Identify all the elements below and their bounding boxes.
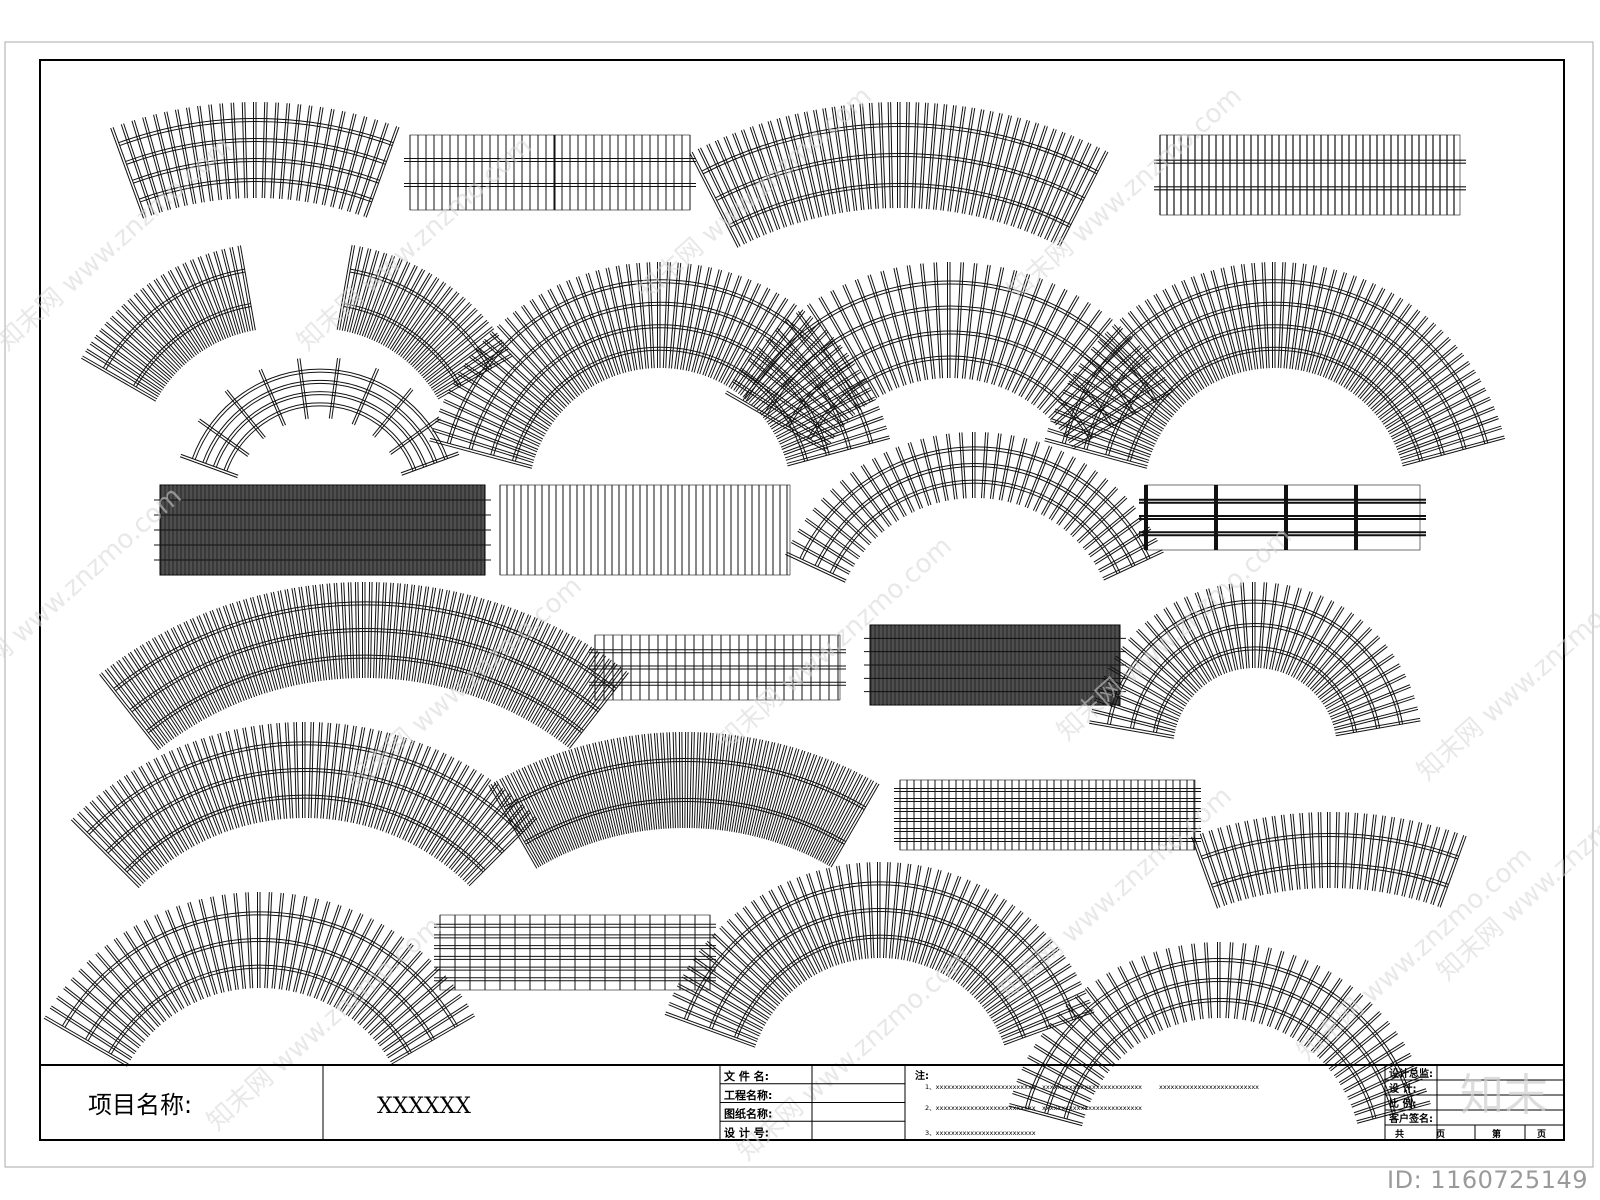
- curved-pergola-plan: [99, 582, 629, 751]
- dense-pergola-plan: [154, 484, 491, 576]
- curved-pergola-plan: [664, 862, 1095, 1048]
- curved-pergola-plan: [43, 892, 476, 1067]
- project-name-value: XXXXXX: [377, 1094, 471, 1119]
- curved-pergola-plan: [785, 432, 1164, 583]
- watermark-logo: 知末: [1460, 1070, 1548, 1121]
- image-id-label: ID: 1160725149: [1387, 1166, 1588, 1194]
- approval-label: 比 例:: [1389, 1097, 1416, 1110]
- dense-pergola-plan: [864, 624, 1126, 706]
- straight-pergola-plan: [1139, 484, 1426, 551]
- curved-pergola-plan: [488, 731, 880, 869]
- note-text: xxxxxxxxxxxxxxxxxxxxxxxxxx: [1042, 1083, 1142, 1091]
- curved-pergola-plan: [1191, 812, 1467, 909]
- sheet-number-label: 第: [1492, 1128, 1501, 1140]
- sheet-total-label: 共: [1395, 1128, 1404, 1140]
- title-block: 项目名称: XXXXXX 文 件 名: 工程名称: 图纸名称: 设 计 号: 注:1、xxx…: [40, 1064, 1564, 1140]
- straight-pergola-plan: [434, 914, 716, 991]
- curved-pergola-plan: [81, 245, 256, 402]
- curved-pergola-plan: [1089, 582, 1421, 739]
- title-field-label: 文 件 名:: [724, 1069, 769, 1083]
- note-text: xxxxxxxxxxxxxxxxxxxxxxxxxx: [1042, 1104, 1142, 1112]
- curved-pergola-plan: [110, 102, 400, 219]
- curved-pergola-plan: [70, 722, 538, 889]
- title-field-label: 图纸名称:: [724, 1107, 772, 1121]
- straight-pergola-plan: [589, 634, 846, 701]
- sheet-number-unit: 页: [1537, 1129, 1546, 1140]
- notes-label: 注:: [915, 1069, 929, 1082]
- note-text: 2、xxxxxxxxxxxxxxxxxxxxxxxxxx: [925, 1104, 1036, 1112]
- approval-label: 设 计:: [1389, 1082, 1416, 1095]
- note-text: 1、xxxxxxxxxxxxxxxxxxxxxxxxxx: [925, 1083, 1036, 1091]
- title-field-label: 设 计 号:: [724, 1125, 769, 1139]
- curved-pergola-plan: [1044, 262, 1506, 469]
- note-text: 3、xxxxxxxxxxxxxxxxxxxxxxxxxx: [925, 1129, 1036, 1137]
- outer-border: [4, 41, 1594, 1168]
- straight-pergola-plan: [499, 484, 791, 576]
- curved-pergola-plan: [179, 357, 460, 479]
- straight-pergola-plan: [1154, 134, 1466, 216]
- note-text: xxxxxxxxxxxxxxxxxxxxxxxxxx: [1159, 1083, 1259, 1091]
- project-name-label: 项目名称:: [88, 1091, 192, 1119]
- title-field-label: 工程名称:: [724, 1088, 772, 1102]
- curved-pergola-plan: [336, 244, 513, 400]
- inner-frame: [39, 59, 1565, 1141]
- approval-label: 客户签名:: [1388, 1112, 1433, 1125]
- curved-pergola-plan: [689, 102, 1109, 248]
- straight-pergola-plan: [404, 134, 696, 211]
- curved-pergola-plan: [725, 262, 1174, 452]
- sheet-total-unit: 页: [1436, 1129, 1445, 1140]
- straight-pergola-plan: [894, 779, 1201, 851]
- approval-label: 设计总监:: [1389, 1067, 1433, 1080]
- pergola-plans: [43, 102, 1506, 1127]
